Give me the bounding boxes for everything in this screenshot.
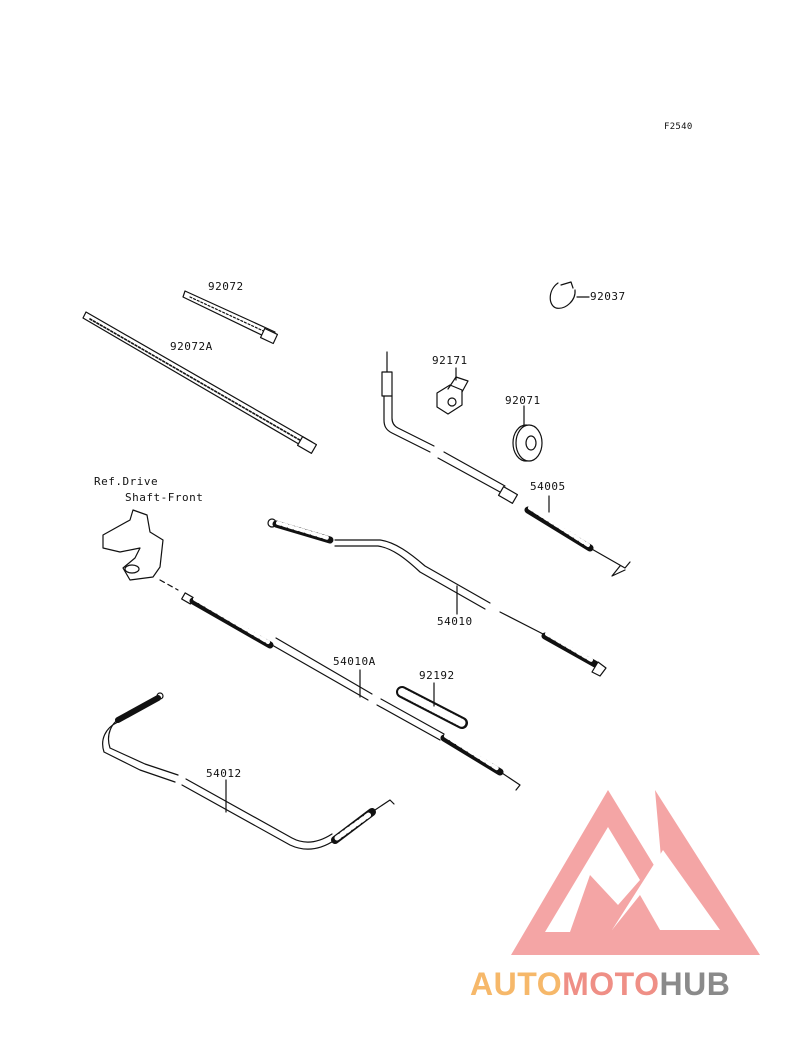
grommet-92071 xyxy=(512,405,543,462)
drive-shaft-bracket xyxy=(102,509,179,591)
clamp-92037 xyxy=(549,281,590,309)
part-label-92192: 92192 xyxy=(419,669,455,682)
cable-54010 xyxy=(267,518,607,677)
cable-54005 xyxy=(381,351,631,577)
figure-code: F2540 xyxy=(664,122,693,132)
part-label-92072: 92072 xyxy=(208,280,244,293)
cable-54012 xyxy=(102,692,395,850)
bracket-92171 xyxy=(436,367,469,415)
watermark-part-auto: AUTO xyxy=(470,966,563,1002)
sleeve-92192 xyxy=(396,682,468,729)
watermark-logo xyxy=(511,790,760,955)
watermark-part-hub: HUB xyxy=(659,966,731,1002)
part-label-54005: 54005 xyxy=(530,480,566,493)
part-label-54012: 54012 xyxy=(206,767,242,780)
watermark-text: AUTOMOTOHUB xyxy=(470,966,730,1002)
reference-label-line1: Ref.Drive xyxy=(94,475,159,488)
part-label-92037: 92037 xyxy=(590,290,626,303)
watermark-part-moto: MOTO xyxy=(562,966,660,1002)
part-label-54010A: 54010A xyxy=(333,655,376,668)
part-label-92072A: 92072A xyxy=(170,340,213,353)
part-label-92171: 92171 xyxy=(432,354,468,367)
cable-tie-92072 xyxy=(182,290,279,345)
part-label-92071: 92071 xyxy=(505,394,541,407)
cable-tie-92072A xyxy=(82,311,318,454)
part-label-54010: 54010 xyxy=(437,615,473,628)
cable-54010A xyxy=(181,592,521,791)
reference-label-line2: Shaft-Front xyxy=(125,491,204,504)
